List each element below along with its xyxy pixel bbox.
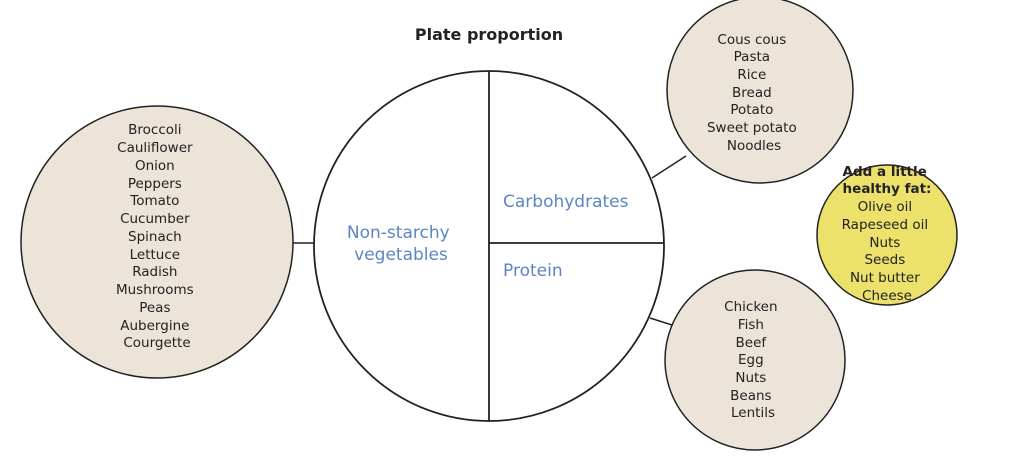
- vegetable-item: Peppers: [128, 176, 182, 192]
- vegetable-item: Lettuce: [130, 247, 180, 263]
- vegetable-item: Cucumber: [120, 211, 190, 227]
- vegetable-item: Tomato: [129, 193, 179, 209]
- protein-item: Beef: [736, 335, 768, 351]
- protein-item: Egg: [738, 352, 764, 368]
- vegetable-item: Broccoli: [128, 122, 181, 138]
- healthy-fat-list: Olive oil Rapeseed oil Nuts Seeds Nut bu…: [842, 199, 933, 304]
- healthy-fat-heading-line1: Add a little: [843, 164, 927, 180]
- vegetable-item: Peas: [139, 300, 170, 316]
- protein-item: Lentils: [731, 405, 775, 421]
- carbohydrate-item: Potato: [730, 102, 773, 118]
- carb-section-label: Carbohydrates: [503, 192, 629, 212]
- carbohydrate-item: Rice: [737, 67, 766, 83]
- protein-section-label: Protein: [503, 261, 563, 281]
- vegetables-list: Broccoli Cauliflower Onion Peppers Tomat…: [116, 122, 198, 351]
- healthy-fat-heading: Add a little healthy fat:: [843, 164, 932, 197]
- protein-item: Beans: [730, 388, 771, 404]
- carbohydrate-item: Sweet potato: [707, 120, 797, 136]
- carbohydrates-bubble: [666, 0, 854, 184]
- carbohydrate-item: Bread: [732, 85, 772, 101]
- carb-connector-line: [651, 155, 687, 179]
- healthy-fat-item: Cheese: [862, 288, 912, 304]
- healthy-fat-item: Olive oil: [858, 199, 912, 215]
- healthy-fat-item: Nuts: [869, 235, 900, 251]
- protein-connector-line: [649, 317, 673, 326]
- healthy-fat-heading-line2: healthy fat:: [843, 181, 932, 197]
- healthy-fat-item: Nut butter: [850, 270, 920, 286]
- carbohydrate-item: Pasta: [734, 49, 770, 65]
- healthy-fat-bubble: [816, 164, 958, 306]
- vegetable-item: Radish: [132, 264, 177, 280]
- vegetables-bubble: [20, 105, 294, 379]
- veg-section-label-line2: vegetables: [354, 245, 448, 265]
- carbohydrate-item: Noodles: [727, 138, 781, 154]
- vegetable-item: Cauliflower: [117, 140, 193, 156]
- vegetable-item: Courgette: [123, 335, 190, 351]
- protein-list: Chicken Fish Beef Egg Nuts Beans Lentils: [724, 299, 782, 421]
- veg-section-label: Non-starchy vegetables: [347, 223, 455, 265]
- protein-item: Nuts: [735, 370, 766, 386]
- protein-item: Chicken: [724, 299, 777, 315]
- protein-item: Fish: [738, 317, 764, 333]
- healthy-fat-item: Rapeseed oil: [842, 217, 929, 233]
- veg-section-label-line1: Non-starchy: [347, 223, 450, 243]
- vegetable-item: Onion: [135, 158, 175, 174]
- carbohydrate-item: Cous cous: [717, 32, 786, 48]
- vegetable-item: Aubergine: [120, 318, 189, 334]
- protein-bubble: [664, 269, 846, 451]
- carbohydrates-list: Cous cous Pasta Rice Bread Potato Sweet …: [707, 32, 801, 154]
- vegetable-item: Spinach: [128, 229, 182, 245]
- healthy-fat-item: Seeds: [864, 252, 905, 268]
- diagram-title: Plate proportion: [415, 25, 563, 44]
- vegetable-item: Mushrooms: [116, 282, 194, 298]
